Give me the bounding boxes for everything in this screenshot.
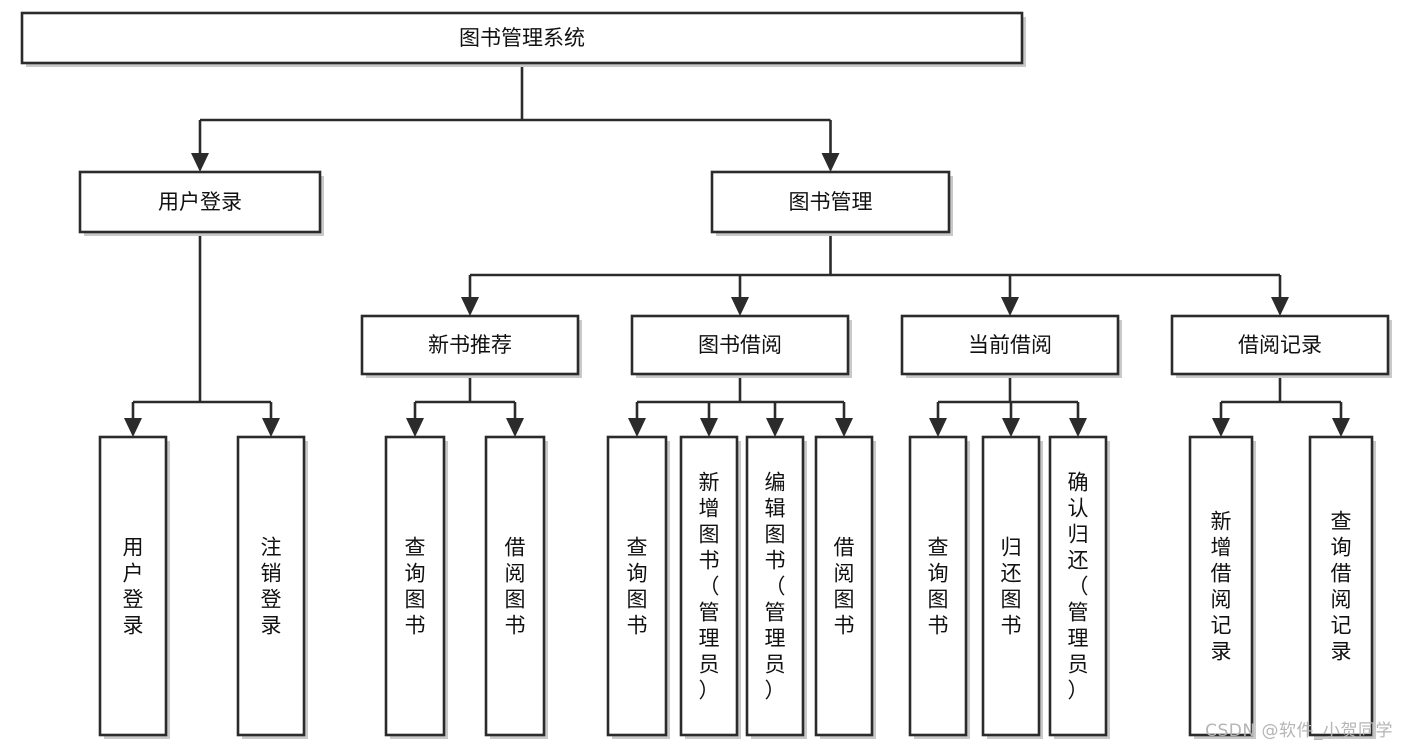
arrow-head-icon <box>461 297 479 316</box>
node-leaf-query-book-3[interactable]: 查询图书 <box>908 435 970 739</box>
node-rect <box>814 435 874 737</box>
node-label: 借阅图书 <box>505 535 526 637</box>
node-leaf-add-record[interactable]: 新增借阅记录 <box>1188 435 1256 739</box>
node-leaf-return-book[interactable]: 归还图书 <box>981 435 1043 739</box>
node-rect <box>679 435 739 737</box>
node-label: 借阅图书 <box>834 535 855 637</box>
arrow-head-icon <box>1069 418 1087 437</box>
edges-layer <box>124 63 1350 437</box>
node-rect <box>1188 435 1254 737</box>
node-book-borrow[interactable]: 图书借阅 <box>630 314 852 378</box>
node-label: 归还图书 <box>1001 535 1022 637</box>
node-label: 新增图书（管理员） <box>699 470 720 702</box>
node-label: 查询图书 <box>405 535 426 637</box>
node-rect <box>78 170 322 234</box>
arrow-head-icon <box>821 153 840 172</box>
node-rect <box>484 435 546 737</box>
node-leaf-query-book-1[interactable]: 查询图书 <box>384 435 448 739</box>
node-rect <box>981 435 1041 737</box>
node-label: 注销登录 <box>261 535 282 637</box>
arrow-head-icon <box>1212 418 1230 437</box>
node-label: 确认归还（管理员） <box>1068 470 1089 702</box>
node-label: 当前借阅 <box>968 333 1052 357</box>
arrow-head-icon <box>766 418 784 437</box>
node-rect <box>630 314 850 376</box>
arrow-head-icon <box>1271 297 1289 316</box>
node-rect <box>745 435 805 737</box>
arrow-head-icon <box>124 418 142 437</box>
node-book-manage[interactable]: 图书管理 <box>710 170 953 236</box>
node-label: 图书借阅 <box>698 333 782 357</box>
arrow-head-icon <box>929 418 947 437</box>
node-label: 图书管理 <box>789 190 873 214</box>
arrow-head-icon <box>262 418 280 437</box>
node-rect <box>384 435 446 737</box>
edge-group-user-login <box>124 232 280 437</box>
edge-group-current-borrow <box>929 374 1087 437</box>
node-user-login[interactable]: 用户登录 <box>78 170 324 236</box>
node-label: 用户登录 <box>123 535 144 637</box>
node-leaf-logout-login[interactable]: 注销登录 <box>236 435 308 739</box>
node-new-book-recommend[interactable]: 新书推荐 <box>360 314 582 378</box>
node-rect <box>1308 435 1374 737</box>
node-rect <box>20 11 1024 65</box>
node-borrow-record[interactable]: 借阅记录 <box>1170 314 1392 378</box>
arrow-head-icon <box>628 418 646 437</box>
node-label: 查询图书 <box>928 535 949 637</box>
edge-group-book-manage <box>461 232 1289 316</box>
node-leaf-user-login[interactable]: 用户登录 <box>98 435 170 739</box>
edge-group-new-book-recommend <box>406 374 524 437</box>
node-leaf-add-book[interactable]: 新增图书（管理员） <box>679 435 741 739</box>
node-rect <box>236 435 306 737</box>
node-rect <box>710 170 951 234</box>
node-rect <box>98 435 168 737</box>
node-rect <box>606 435 668 737</box>
edge-group-borrow-record <box>1212 374 1350 437</box>
node-label: 用户登录 <box>158 190 242 214</box>
node-label: 借阅记录 <box>1238 333 1322 357</box>
arrow-head-icon <box>731 297 749 316</box>
arrow-head-icon <box>835 418 853 437</box>
node-leaf-borrow-book-1[interactable]: 借阅图书 <box>484 435 548 739</box>
node-current-borrow[interactable]: 当前借阅 <box>900 314 1122 378</box>
node-leaf-query-record[interactable]: 查询借阅记录 <box>1308 435 1376 739</box>
node-leaf-edit-book[interactable]: 编辑图书（管理员） <box>745 435 807 739</box>
arrow-head-icon <box>1332 418 1350 437</box>
node-rect <box>1170 314 1390 376</box>
arrow-head-icon <box>700 418 718 437</box>
node-label: 查询图书 <box>627 535 648 637</box>
node-leaf-borrow-book-2[interactable]: 借阅图书 <box>814 435 876 739</box>
node-leaf-confirm-return[interactable]: 确认归还（管理员） <box>1048 435 1110 739</box>
node-label: 新增借阅记录 <box>1211 509 1232 663</box>
arrow-head-icon <box>191 153 209 172</box>
node-rect <box>360 314 580 376</box>
node-leaf-query-book-2[interactable]: 查询图书 <box>606 435 670 739</box>
node-root-system[interactable]: 图书管理系统 <box>20 11 1026 67</box>
arrow-head-icon <box>406 418 424 437</box>
edge-group-book-borrow <box>628 374 853 437</box>
node-label: 图书管理系统 <box>459 26 585 50</box>
node-rect <box>1048 435 1108 737</box>
node-label: 新书推荐 <box>428 333 512 357</box>
nodes-layer: 图书管理系统用户登录图书管理新书推荐图书借阅当前借阅借阅记录用户登录注销登录查询… <box>20 11 1392 739</box>
node-rect <box>900 314 1120 376</box>
arrow-head-icon <box>506 418 524 437</box>
edge-group-root <box>191 63 840 172</box>
node-label: 编辑图书（管理员） <box>765 470 786 702</box>
watermark-label: CSDN @软件_小贺同学 <box>1205 721 1393 741</box>
arrow-head-icon <box>1001 297 1019 316</box>
node-rect <box>908 435 968 737</box>
arrow-head-icon <box>1002 418 1020 437</box>
node-label: 查询借阅记录 <box>1331 509 1352 663</box>
